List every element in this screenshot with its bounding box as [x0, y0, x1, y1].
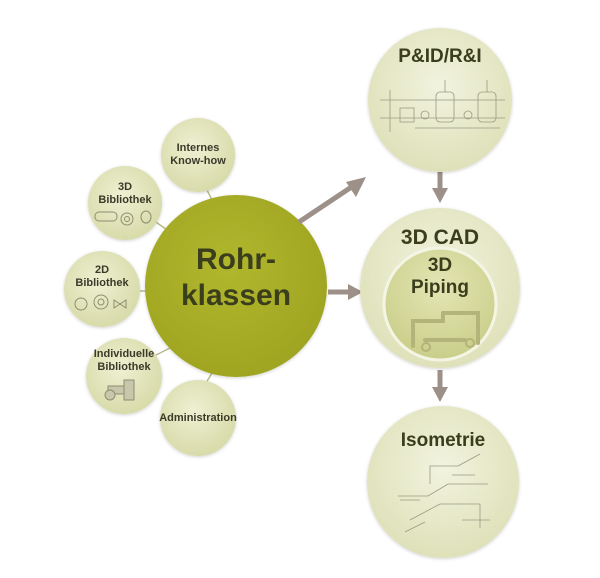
custom-parts-sketch	[104, 379, 135, 401]
piping-line1: 3D	[427, 255, 453, 276]
satellite-administration-circle	[160, 380, 236, 456]
label-internes-know-how: Internes Know-how	[153, 142, 243, 167]
label-administration: Administration	[153, 412, 243, 425]
arrow-to-3d-cad	[328, 284, 363, 300]
center-line2: klassen	[180, 279, 292, 312]
label-3d-piping: 3D Piping	[395, 255, 485, 299]
bib2d-line1: 2D	[94, 264, 110, 276]
label-2d-bibliothek: 2D Bibliothek	[57, 264, 147, 289]
internes-line1: Internes	[176, 142, 220, 154]
piping-line2: Piping	[410, 276, 470, 298]
arrows	[297, 172, 448, 402]
label-3d-bibliothek: 3D Bibliothek	[80, 181, 170, 206]
label-rohrklassen: Rohr- klassen	[166, 242, 306, 314]
3d-parts-sketch	[94, 210, 152, 226]
satellite-internes-circle	[161, 118, 235, 192]
arrow-pid-to-cad	[432, 172, 448, 203]
piping-sketch	[411, 311, 480, 352]
center-line1: Rohr-	[196, 243, 276, 276]
individuelle-line2: Bibliothek	[97, 360, 151, 373]
2d-parts-sketch	[74, 294, 127, 311]
label-individuelle-bibliothek: Individuelle Bibliothek	[79, 348, 169, 373]
bib3d-line2: Bibliothek	[98, 193, 152, 206]
center-rohrklassen-circle	[145, 195, 327, 377]
arrow-to-pid	[297, 177, 366, 225]
internes-line2: Know-how	[170, 154, 226, 167]
administration-text: Administration	[159, 412, 237, 424]
iso-circle	[367, 406, 519, 558]
pid-schematic	[380, 80, 505, 132]
label-3d-cad: 3D CAD	[400, 226, 480, 249]
individuelle-line1: Individuelle	[93, 348, 155, 360]
connector-individuelle	[155, 347, 171, 356]
iso-drawing	[398, 453, 490, 533]
satellite-2d-bibliothek-circle	[64, 251, 140, 327]
arrow-cad-to-iso	[432, 370, 448, 402]
bib2d-line2: Bibliothek	[75, 276, 129, 289]
label-isometrie: Isometrie	[400, 430, 486, 451]
label-pid: P&ID/R&I	[398, 46, 482, 67]
bib3d-line1: 3D	[117, 181, 133, 193]
